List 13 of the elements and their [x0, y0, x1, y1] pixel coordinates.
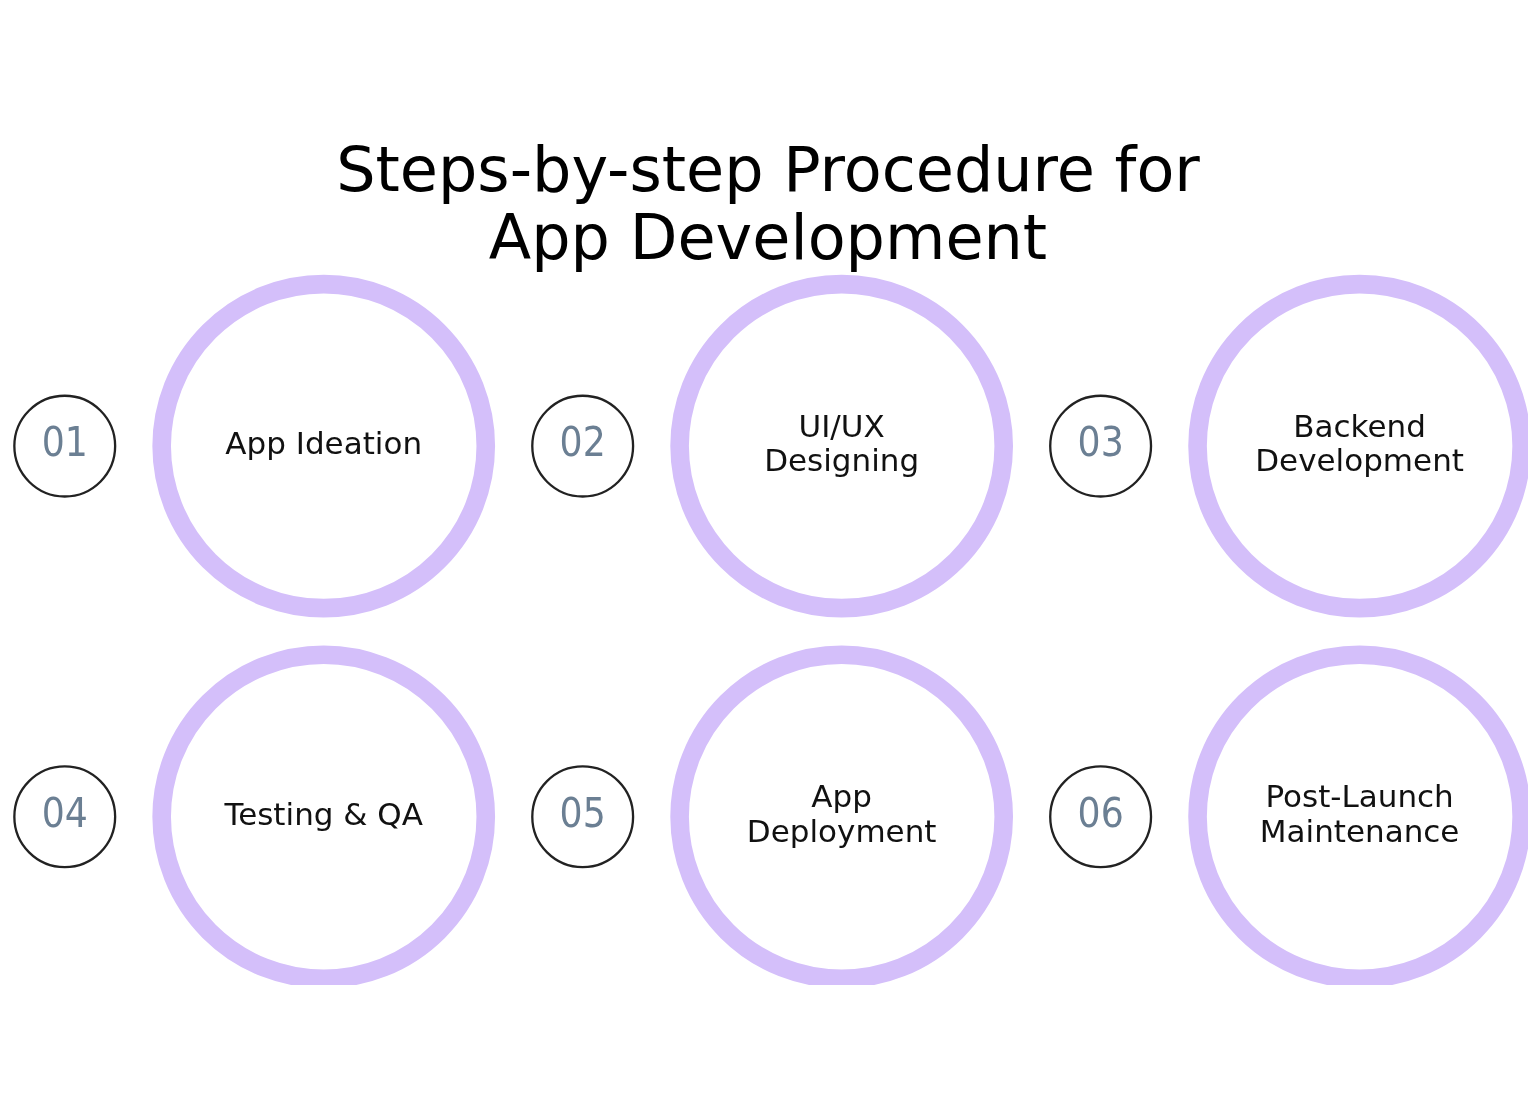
- node-circle: Backend Development: [1188, 274, 1528, 617]
- node-circle: App Ideation: [152, 274, 496, 617]
- node-circle: 04: [13, 764, 117, 868]
- diagram-title: Steps-by-step Procedure for App Development: [336, 132, 1200, 274]
- node-circle: Post-Launch Maintenance: [1188, 644, 1528, 985]
- node-circle: 02: [531, 394, 635, 498]
- node-circle: 06: [1049, 764, 1153, 868]
- node-circle: UI/UX Designing: [670, 274, 1013, 617]
- node-circle: 01: [13, 394, 117, 498]
- node-circle: Testing & QA: [152, 644, 496, 985]
- node-circle: App Deployment: [670, 644, 1013, 985]
- node-circle: 05: [531, 764, 635, 868]
- node-circle: 03: [1049, 394, 1153, 498]
